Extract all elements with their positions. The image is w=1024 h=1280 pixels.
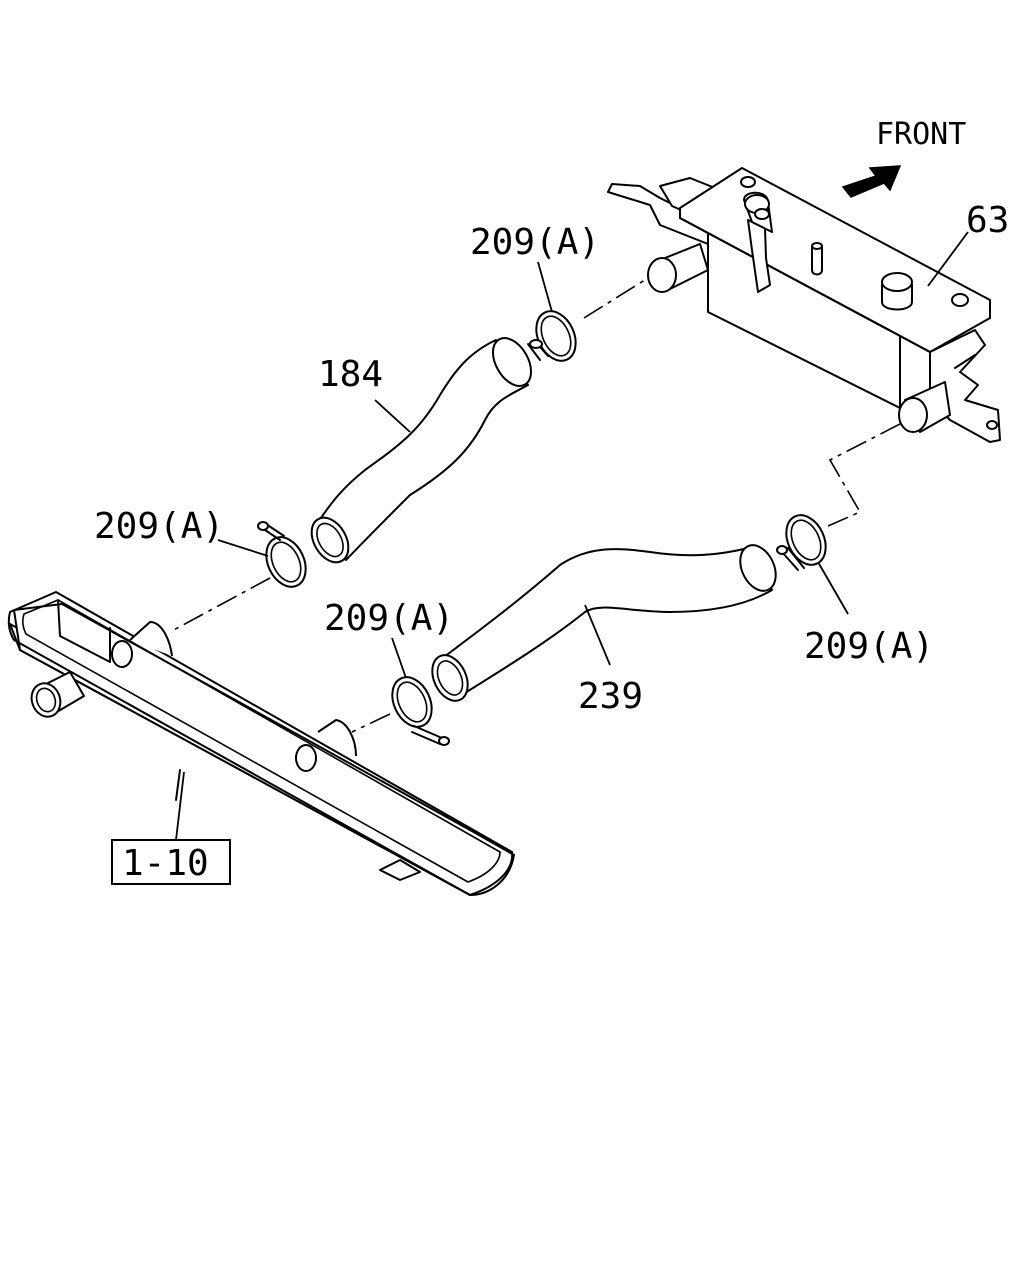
leader-line-lower-hose <box>584 604 611 666</box>
front-arrow-icon <box>841 165 902 198</box>
leader-line-tank <box>175 771 185 841</box>
leader-line-upper-hose <box>374 399 411 433</box>
leader-line-clamp-top <box>537 261 553 313</box>
lower-hose-part-number: 239 <box>578 676 643 717</box>
clamp-left <box>257 521 307 588</box>
upper-hose <box>310 337 532 564</box>
clamp-top-part-number: 209(A) <box>470 222 600 263</box>
clamp-right <box>776 514 827 571</box>
lower-hose <box>431 544 777 702</box>
clamp-top <box>527 310 577 362</box>
centerline-top-clamp <box>583 277 649 319</box>
centerline-right-clamp <box>827 423 901 527</box>
clamp-mid-part-number: 209(A) <box>324 598 454 639</box>
tank-reference-box <box>111 839 231 885</box>
centerline-mid-clamp <box>351 713 391 733</box>
centerline-left-clamp <box>169 577 271 633</box>
leader-line-clamp-right <box>817 561 849 615</box>
leader-line-clamp-left <box>217 539 269 557</box>
leader-line-intercooler <box>927 231 969 287</box>
clamp-left-part-number: 209(A) <box>94 506 224 547</box>
radiator-tank <box>7 591 515 896</box>
intercooler-part-number: 63 <box>966 200 1009 241</box>
clamp-right-part-number: 209(A) <box>804 626 934 667</box>
leader-line-clamp-mid <box>391 637 407 679</box>
front-label: FRONT <box>876 117 966 152</box>
upper-hose-part-number: 184 <box>318 354 383 395</box>
tank-reference-number: 1-10 <box>122 843 209 884</box>
intercooler-assembly <box>607 167 1001 443</box>
clamp-mid <box>391 676 450 746</box>
